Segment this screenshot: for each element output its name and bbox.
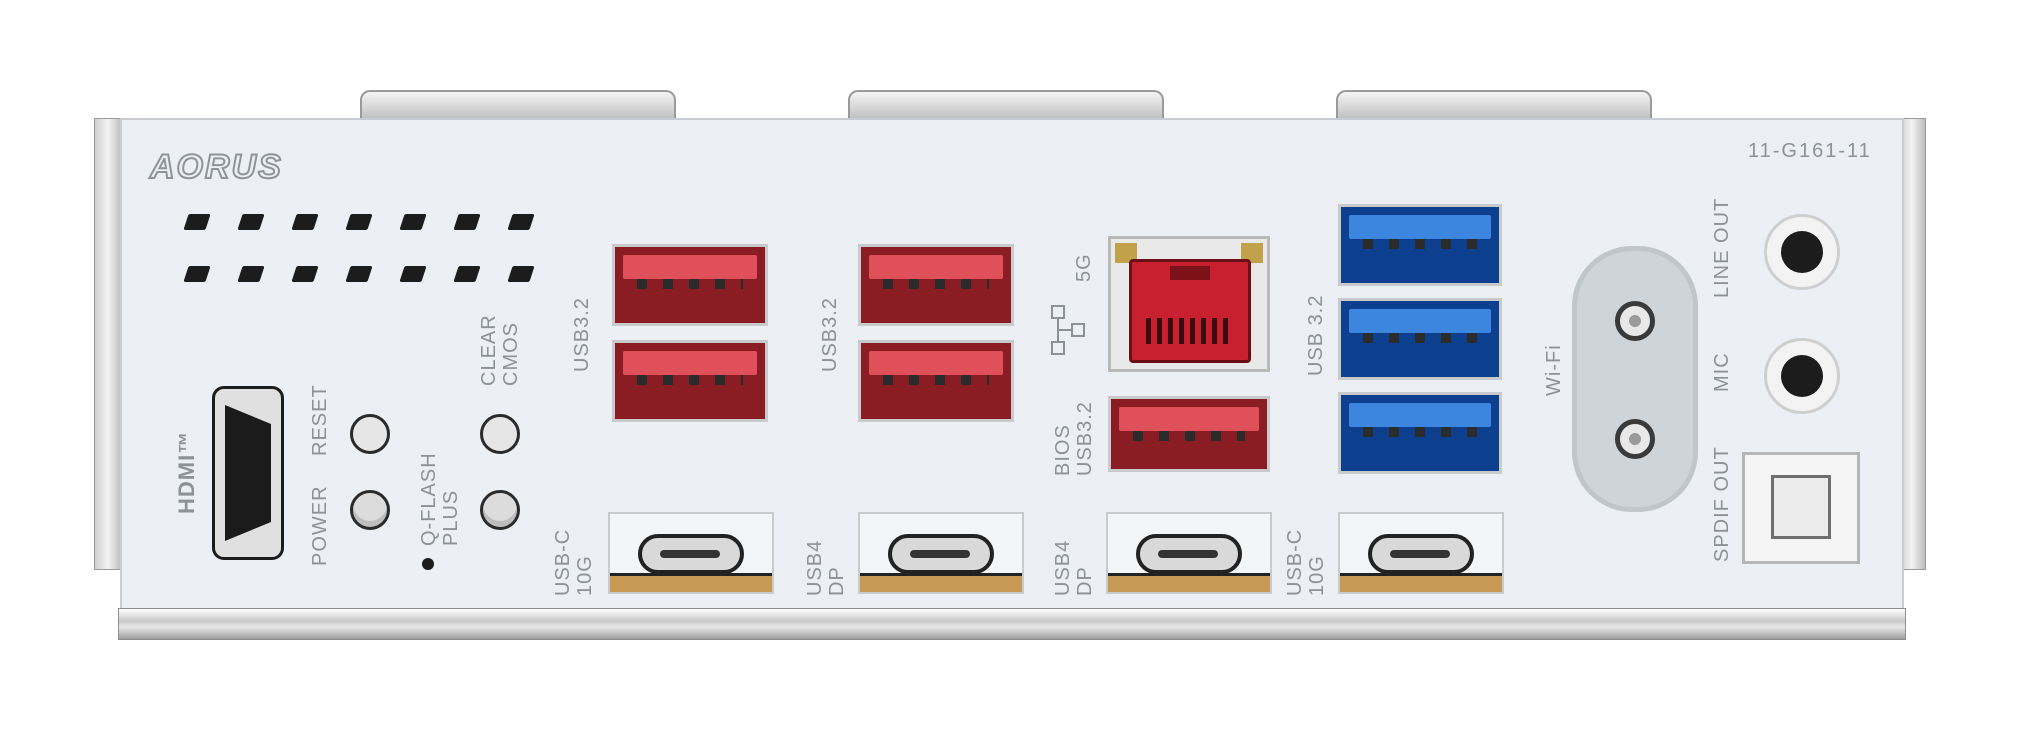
usb-a-port-blue[interactable] <box>1338 298 1502 380</box>
wifi-antenna-module <box>1572 246 1698 512</box>
usb-c-port[interactable] <box>1338 512 1504 594</box>
usb-a-port-blue[interactable] <box>1338 392 1502 474</box>
usb-a-port[interactable] <box>612 340 768 422</box>
usb32-right-label: USB 3.2 <box>1305 294 1327 376</box>
top-mounting-tab <box>1336 90 1652 120</box>
usb4-dp-label: USB4 DP <box>804 539 848 596</box>
top-mounting-tab <box>360 90 676 120</box>
qflash-plus-button[interactable] <box>480 490 520 530</box>
power-button[interactable] <box>350 490 390 530</box>
left-flange <box>94 118 122 570</box>
lan-speed-label: 5G <box>1073 253 1095 282</box>
usb32-left-label: USB3.2 <box>571 297 593 372</box>
hdmi-port[interactable] <box>212 386 284 560</box>
reset-label: RESET <box>309 384 331 456</box>
mic-jack[interactable] <box>1764 338 1840 414</box>
usb4-dp-label: USB4 DP <box>1052 539 1096 596</box>
line-out-jack[interactable] <box>1764 214 1840 290</box>
clear-cmos-button[interactable] <box>480 414 520 454</box>
usb4-port[interactable] <box>858 512 1024 594</box>
line-out-label: LINE OUT <box>1711 197 1733 298</box>
lan-icon <box>1050 304 1086 356</box>
usb-a-port[interactable] <box>858 340 1014 422</box>
mic-label: MIC <box>1711 352 1733 392</box>
bios-usb-label: BIOS USB3.2 <box>1052 401 1096 476</box>
aorus-logo: AORUS <box>149 147 283 187</box>
usb-a-port-blue[interactable] <box>1338 204 1502 286</box>
usb32-mid-label: USB3.2 <box>819 297 841 372</box>
bottom-rail <box>118 608 1906 640</box>
part-number: 11-G161-11 <box>1748 140 1872 162</box>
usb4-port[interactable] <box>1106 512 1272 594</box>
top-mounting-tab <box>848 90 1164 120</box>
power-label: POWER <box>309 485 331 566</box>
wifi-label: Wi-Fi <box>1543 344 1565 396</box>
spdif-label: SPDIF OUT <box>1711 446 1733 562</box>
usbc-10g-label: USB-C 10G <box>552 528 596 596</box>
antenna-connector-icon[interactable] <box>1615 419 1655 459</box>
reset-button[interactable] <box>350 414 390 454</box>
clear-cmos-label: CLEAR CMOS <box>478 314 522 386</box>
usbc-10g-label: USB-C 10G <box>1284 528 1328 596</box>
qflash-led <box>422 558 434 570</box>
antenna-connector-icon[interactable] <box>1615 301 1655 341</box>
usb-c-port[interactable] <box>608 512 774 594</box>
ethernet-port[interactable] <box>1108 236 1270 372</box>
spdif-optical-port[interactable] <box>1742 452 1860 564</box>
usb-a-port[interactable] <box>858 244 1014 326</box>
hdmi-label: HDMI™ <box>174 430 199 514</box>
bios-usb-port[interactable] <box>1108 396 1270 472</box>
usb-a-port[interactable] <box>612 244 768 326</box>
qflash-label: Q-FLASH PLUS <box>418 452 462 546</box>
